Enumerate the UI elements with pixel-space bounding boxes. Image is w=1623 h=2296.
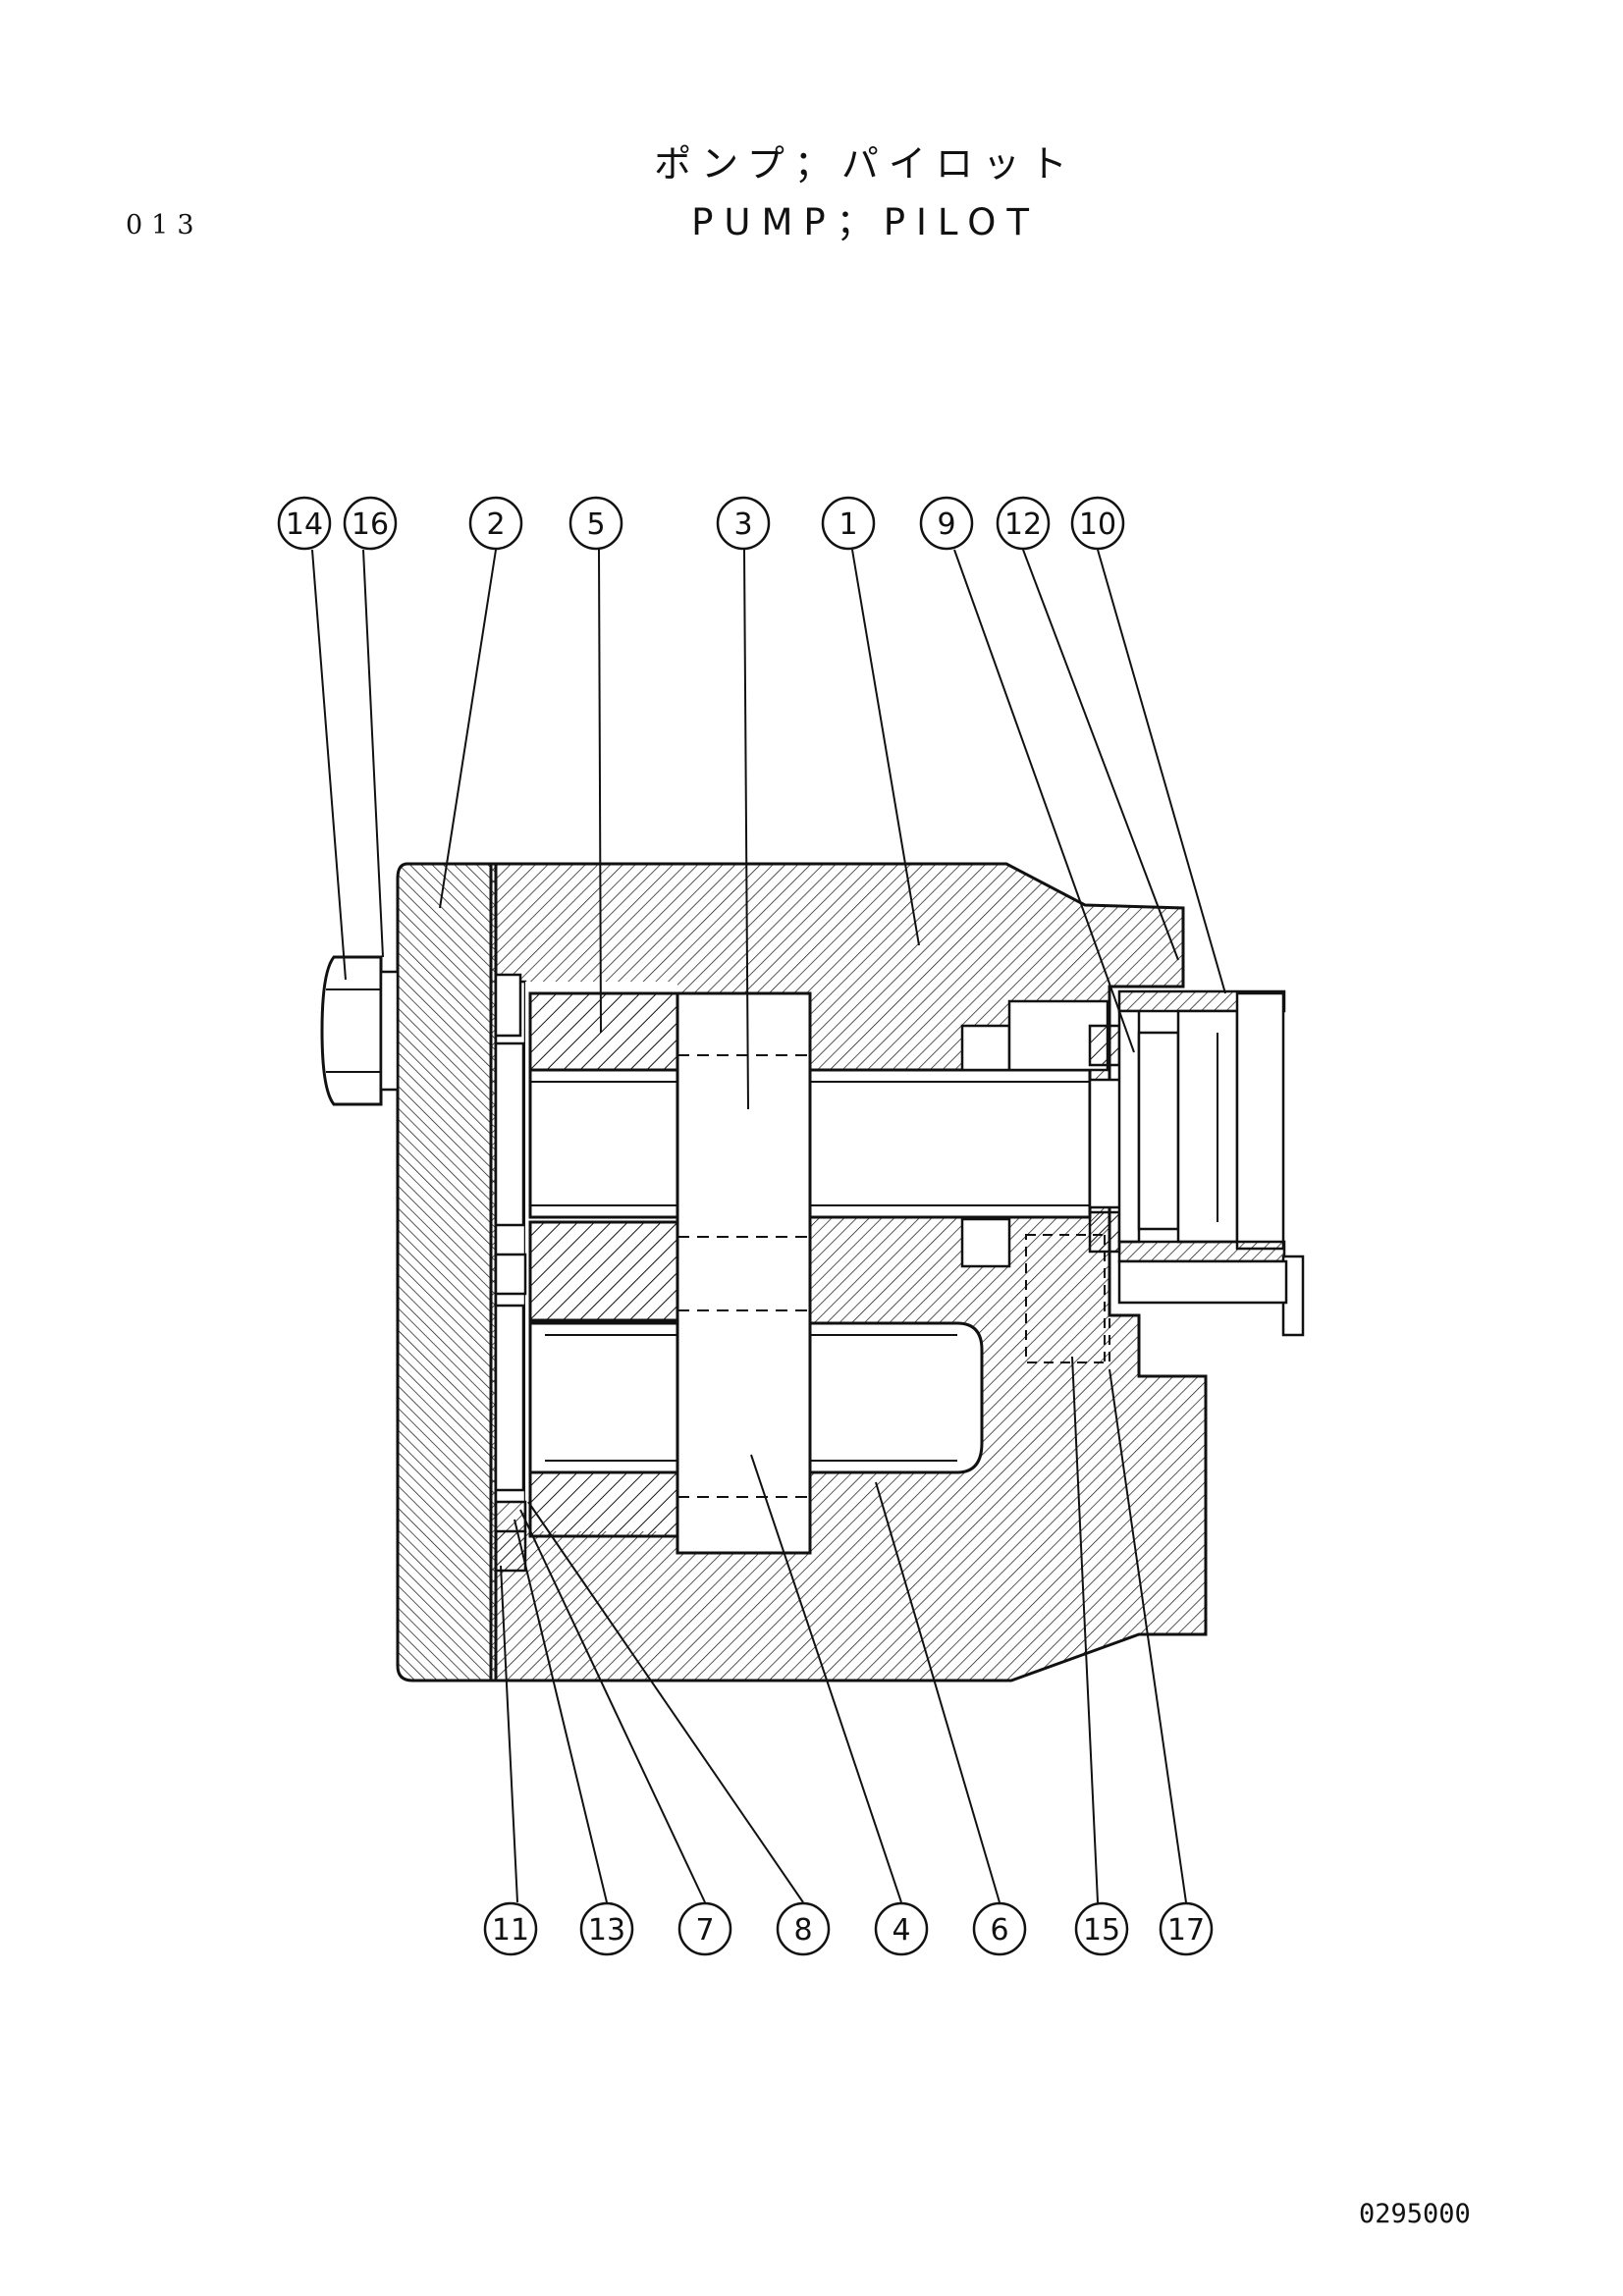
svg-text:17: 17 xyxy=(1167,1913,1205,1948)
svg-text:5: 5 xyxy=(586,507,605,542)
svg-text:1: 1 xyxy=(839,507,857,542)
gear-drive xyxy=(676,991,812,1555)
balloon-6: 6 xyxy=(972,1901,1027,1956)
svg-text:6: 6 xyxy=(990,1913,1008,1948)
cover-plate xyxy=(396,862,498,1682)
balloon-2: 2 xyxy=(468,496,523,551)
balloons-top: 14 16 2 5 3 1 9 12 10 xyxy=(277,496,1125,551)
hidden-pin xyxy=(1025,1234,1110,1363)
svg-text:12: 12 xyxy=(1004,507,1042,542)
balloon-9: 9 xyxy=(919,496,974,551)
balloon-16: 16 xyxy=(343,496,398,551)
svg-text:8: 8 xyxy=(793,1913,812,1948)
balloon-1: 1 xyxy=(821,496,876,551)
svg-text:7: 7 xyxy=(695,1913,714,1948)
balloon-5: 5 xyxy=(568,496,623,551)
page-code: 013 xyxy=(126,210,203,240)
title-english: PUMP；PILOT xyxy=(691,201,1040,243)
leader-lines xyxy=(311,549,1226,1903)
balloon-13: 13 xyxy=(579,1901,634,1956)
balloon-17: 17 xyxy=(1159,1901,1214,1956)
svg-text:10: 10 xyxy=(1079,507,1116,542)
balloon-8: 8 xyxy=(776,1901,831,1956)
svg-text:11: 11 xyxy=(492,1913,529,1948)
svg-text:4: 4 xyxy=(892,1913,910,1948)
svg-text:2: 2 xyxy=(486,507,505,542)
balloon-14: 14 xyxy=(277,496,332,551)
svg-text:3: 3 xyxy=(733,507,752,542)
balloon-11: 11 xyxy=(483,1901,538,1956)
svg-text:14: 14 xyxy=(286,507,323,542)
bolt-head xyxy=(320,955,400,1106)
svg-text:15: 15 xyxy=(1083,1913,1120,1948)
svg-text:13: 13 xyxy=(588,1913,625,1948)
balloon-12: 12 xyxy=(996,496,1051,551)
svg-text:16: 16 xyxy=(352,507,389,542)
svg-text:9: 9 xyxy=(937,507,955,542)
balloon-4: 4 xyxy=(874,1901,929,1956)
balloons-bottom: 11 13 7 8 4 6 15 17 xyxy=(483,1901,1214,1956)
balloon-3: 3 xyxy=(716,496,771,551)
bushing-upper xyxy=(528,991,679,1538)
balloon-7: 7 xyxy=(677,1901,732,1956)
drawing-number: 0295000 xyxy=(1359,2199,1471,2229)
balloon-15: 15 xyxy=(1074,1901,1129,1956)
union-fitting xyxy=(1117,989,1305,1337)
balloon-10: 10 xyxy=(1070,496,1125,551)
seal-plates xyxy=(494,973,527,1573)
title-japanese: ポンプ；パイロット xyxy=(654,142,1077,186)
